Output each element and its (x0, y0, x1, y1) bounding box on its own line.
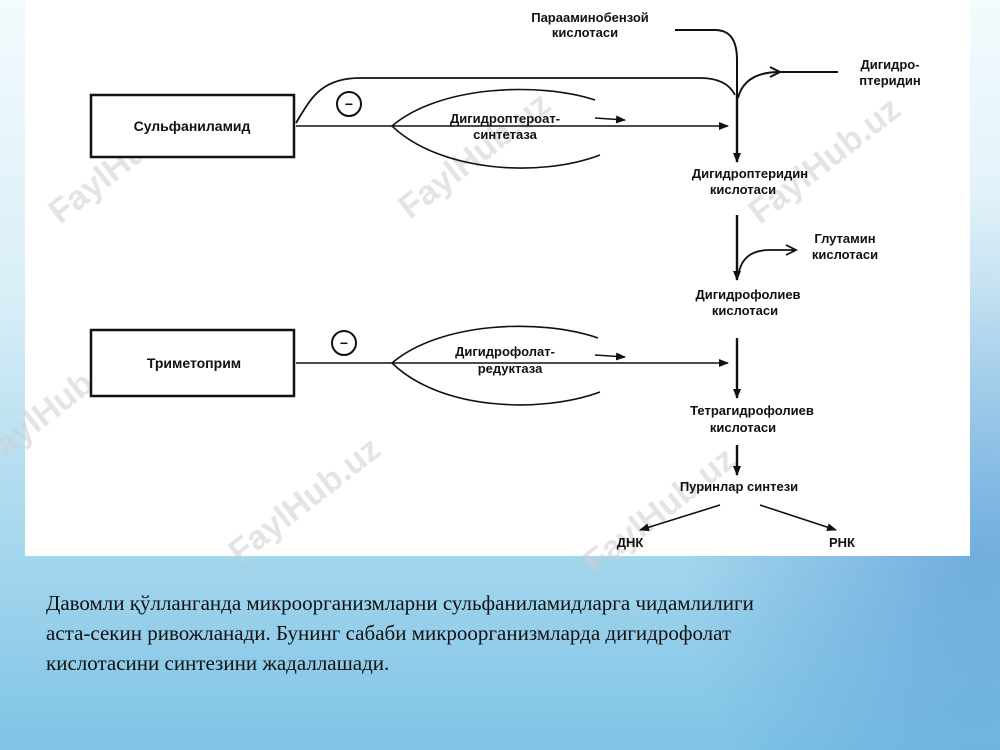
step1-label: кислотаси (710, 182, 776, 197)
glutamic-arrow (738, 249, 795, 273)
dhps-label: Дигидроптероат- (450, 111, 560, 126)
step2-label: Дигидрофолиев (695, 287, 800, 302)
watermark: FaylHub.uz (742, 90, 908, 232)
paba-arrow (675, 29, 738, 95)
dna-label: ДНК (617, 535, 644, 550)
dhps-lower-curve (391, 125, 601, 169)
dhfr-lower-curve (391, 362, 601, 406)
dhfr-upper-curve (391, 325, 599, 364)
caption-text: Давомли қўлланганда микроорганизмларни с… (46, 588, 946, 678)
step4-label: Пуринлар синтези (680, 479, 798, 494)
inhibition-icon (336, 91, 362, 117)
glutamic-label: кислотаси (812, 247, 878, 262)
paba-label: кислотаси (552, 25, 618, 40)
step3-label: кислотаси (710, 420, 776, 435)
dhps-arrow (594, 115, 626, 124)
caption-line: кислотасини синтезини жадаллашади. (46, 651, 390, 675)
pteridine-arrowhead (769, 66, 783, 78)
dhfr-label: Дигидрофолат- (455, 344, 555, 359)
rna-arrow (759, 504, 837, 531)
dna-arrow (639, 504, 721, 532)
rna-label: РНК (829, 535, 855, 550)
diagram-panel (25, 0, 970, 556)
trimethoprim-box (89, 328, 296, 398)
pteridine-label: птеридин (859, 73, 920, 88)
step2-label: кислотаси (712, 303, 778, 318)
step3-label: Тетрагидрофолиев (690, 403, 814, 418)
sulfanilamide-label: Сульфаниламид (134, 118, 251, 134)
caption-line: Давомли қўлланганда микроорганизмларни с… (46, 591, 754, 615)
paba-label: Парааминобензой (531, 10, 649, 25)
caption-line: аста-секин ривожланади. Бунинг сабаби ми… (46, 621, 732, 645)
glutamic-label: Глутамин (814, 231, 875, 246)
trimethoprim-label: Триметоприм (147, 355, 241, 371)
dhfr-arrow (594, 352, 626, 361)
dhps-label: синтетаза (473, 127, 538, 142)
inhibition-symbol: − (340, 335, 348, 351)
sulfanilamide-box (89, 93, 296, 159)
glutamic-arrowhead (785, 244, 799, 256)
watermark: FaylHub.uz (392, 85, 558, 227)
inhibition-icon (331, 330, 357, 356)
inhibition-symbol: − (345, 96, 353, 112)
watermark: FaylHub.uz (577, 440, 743, 582)
dhps-upper-curve (391, 88, 596, 127)
sulfanilamide-arc (295, 77, 736, 124)
dhfr-label: редуктаза (478, 361, 543, 376)
pteridine-arrow (737, 71, 838, 99)
step1-label: Дигидроптеридин (692, 166, 808, 181)
watermark: FaylHub.uz (222, 430, 388, 572)
pteridine-label: Дигидро- (860, 57, 919, 72)
